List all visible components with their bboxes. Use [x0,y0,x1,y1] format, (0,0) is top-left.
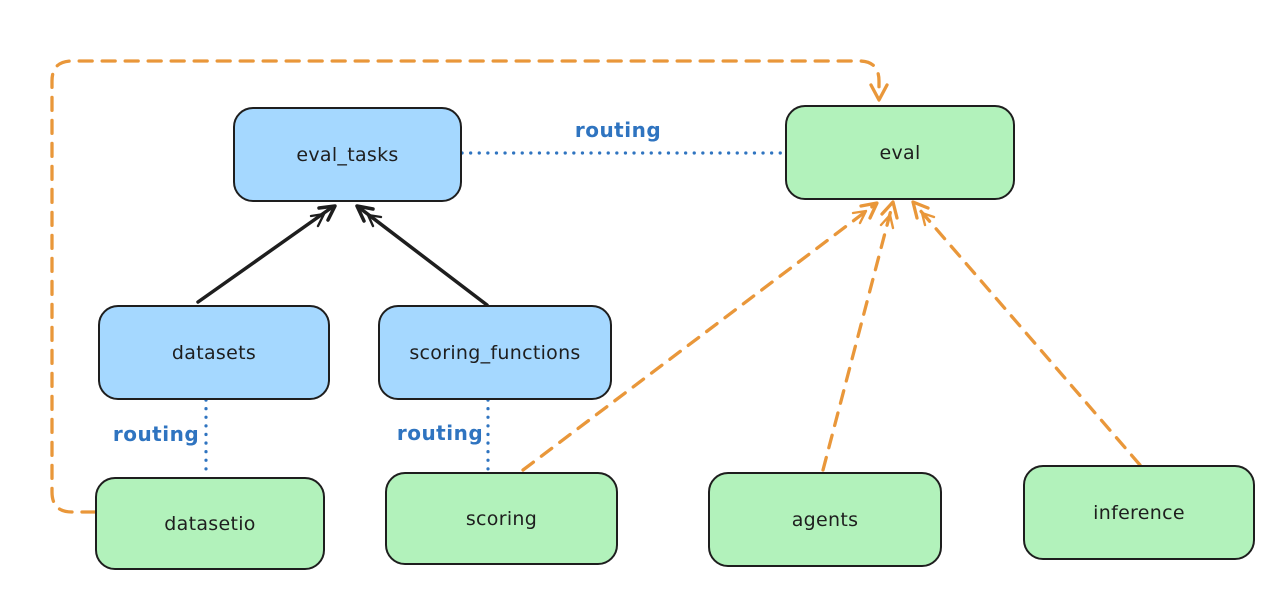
edge-datasets-to-eval-tasks [196,206,333,304]
edge-label-routing-scoring-functions-scoring: routing [396,421,484,445]
edge-datasetio-to-eval-arrowhead [869,83,889,102]
edge-datasets-to-eval-tasks-arrowhead-2 [309,212,326,228]
node-eval: eval [785,105,1015,200]
node-scoring-functions: scoring_functions [378,305,612,400]
edge-scoring-to-eval [521,204,875,472]
node-scoring-functions-label: scoring_functions [409,341,581,364]
node-inference: inference [1023,465,1255,560]
edge-scoring-to-eval-arrowhead-2 [851,209,868,225]
node-datasetio-label: datasetio [164,512,256,535]
node-datasetio: datasetio [95,477,325,570]
node-datasets: datasets [98,305,330,400]
node-agents: agents [708,472,942,567]
node-eval-tasks-label: eval_tasks [296,143,399,166]
edge-agents-to-eval [821,208,893,472]
node-inference-label: inference [1093,501,1185,524]
edge-inference-to-eval [917,207,1142,467]
edge-inference-to-eval-arrowhead-2 [920,211,936,227]
node-datasets-label: datasets [171,341,257,364]
edge-datasets-to-eval-tasks-arrowhead [317,204,337,222]
edge-inference-to-eval-arrowhead [911,200,930,220]
node-scoring: scoring [385,472,618,565]
edge-label-routing-eval-tasks-eval: routing [574,118,662,142]
edge-scoring-functions-to-eval-tasks-arrowhead [355,204,375,223]
edge-scoring-functions-to-eval-tasks-arrowhead-2 [366,213,383,228]
edge-datasetio-to-eval [50,59,881,514]
edge-agents-to-eval-arrowhead [880,200,899,220]
node-eval-tasks: eval_tasks [233,107,462,202]
edge-scoring-to-eval-arrowhead [859,201,879,220]
edge-label-routing-datasets-datasetio: routing [112,422,200,446]
node-eval-label: eval [879,141,921,164]
node-agents-label: agents [791,508,859,531]
node-scoring-label: scoring [465,507,538,530]
edge-agents-to-eval-arrowhead-2 [879,213,895,230]
edge-scoring-functions-to-eval-tasks [359,207,489,307]
